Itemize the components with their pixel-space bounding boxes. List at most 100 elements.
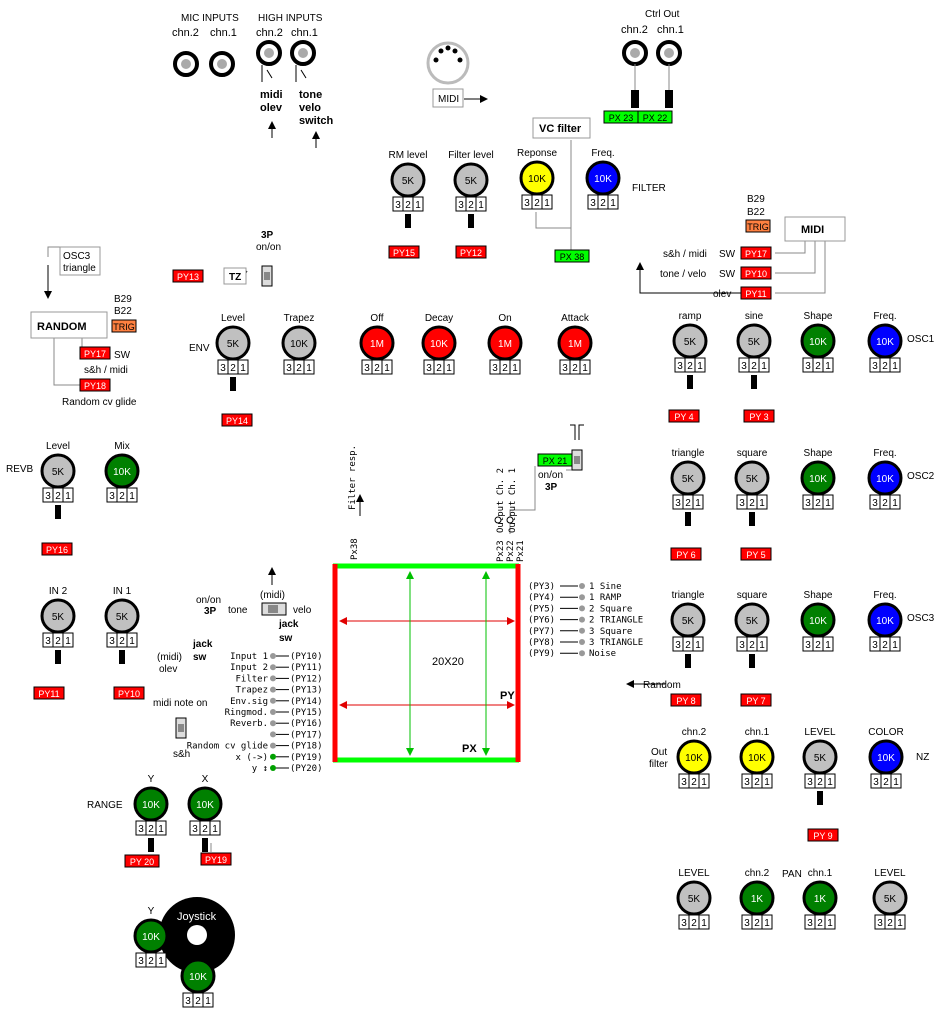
tag-px23: PX 23 (603, 110, 639, 124)
svg-text:Input 1: Input 1 (230, 652, 268, 662)
pot-value: 5K (227, 339, 240, 350)
tag-text: PY11 (745, 289, 766, 299)
pot-pin: 3 (458, 200, 464, 211)
tone-velo-switch[interactable] (261, 602, 287, 616)
pot-pin: 3 (492, 363, 498, 374)
pot-pin: 3 (45, 491, 51, 502)
pot-pin: 2 (754, 777, 760, 788)
pot-label: Y (148, 774, 155, 785)
trig-label: TRIG (747, 222, 769, 232)
svg-text:2 TRIANGLE: 2 TRIANGLE (589, 616, 643, 626)
output-switch-3p[interactable] (571, 449, 583, 471)
pot-pin: 2 (882, 640, 888, 651)
tag-py4: PY 4 (668, 409, 700, 423)
tag-py12: PY12 (455, 245, 487, 259)
tag-py11l: PY11 (33, 686, 65, 700)
sw-left-label: SW (114, 350, 131, 361)
ctrl-out-jack-2[interactable] (622, 40, 648, 108)
tz-switch-3p[interactable] (261, 265, 273, 287)
tag-py17r: PY17 (740, 246, 772, 260)
pot-pin: 2 (202, 824, 208, 835)
high-jack-2[interactable] (256, 40, 282, 82)
pot-value: 5K (465, 176, 478, 187)
joystick-label: Joystick (177, 911, 217, 923)
svg-text:Reverb.: Reverb. (230, 719, 268, 729)
mic-inputs-heading: MIC INPUTS (181, 13, 239, 24)
pot-pin: 1 (695, 498, 701, 509)
random-box (30, 311, 108, 339)
tag-py19: PY19 (200, 852, 232, 866)
pot-pin: 1 (212, 824, 218, 835)
pot-value: 1K (814, 894, 827, 905)
mic-jack-1[interactable] (209, 51, 235, 77)
joystick[interactable]: Joystick (159, 897, 235, 973)
pot-value: 10K (876, 474, 894, 485)
osc3-triangle-box (59, 246, 101, 276)
high-jack-1[interactable] (290, 40, 316, 82)
left-matrix-row: Filter(PY12) (235, 674, 322, 684)
ctrl-out-jack-1[interactable] (656, 40, 682, 108)
velo-label: velo (299, 102, 321, 114)
pot-label: Off (370, 313, 383, 324)
pot-pin: 1 (415, 200, 421, 211)
left-matrix-row: Random cv glide(PY18) (187, 742, 323, 752)
svg-text:1 Sine: 1 Sine (589, 582, 622, 592)
pot-pin: 1 (825, 361, 831, 372)
pot-label: chn.2 (745, 868, 770, 879)
vc-filter-box (532, 117, 591, 139)
patch-matrix: 20X20 PY PX (332, 563, 521, 763)
pot-pin: 2 (468, 200, 474, 211)
tag-text: PX 23 (609, 113, 634, 123)
tone-left-label: tone (228, 605, 248, 616)
pot-label: Shape (804, 311, 833, 322)
tag-py13: PY13 (172, 269, 204, 283)
pot-pin: 1 (892, 640, 898, 651)
mic-jack-2[interactable] (173, 51, 199, 77)
pot-label: triangle (672, 590, 705, 601)
svg-text:(PY6): (PY6) (528, 616, 555, 626)
pot-pin: 1 (384, 363, 390, 374)
midi-din-socket[interactable] (426, 41, 470, 85)
high-chn1-label: chn.1 (291, 27, 318, 39)
sh-midi-note-switch[interactable] (175, 717, 187, 739)
pot-pin: 2 (148, 824, 154, 835)
